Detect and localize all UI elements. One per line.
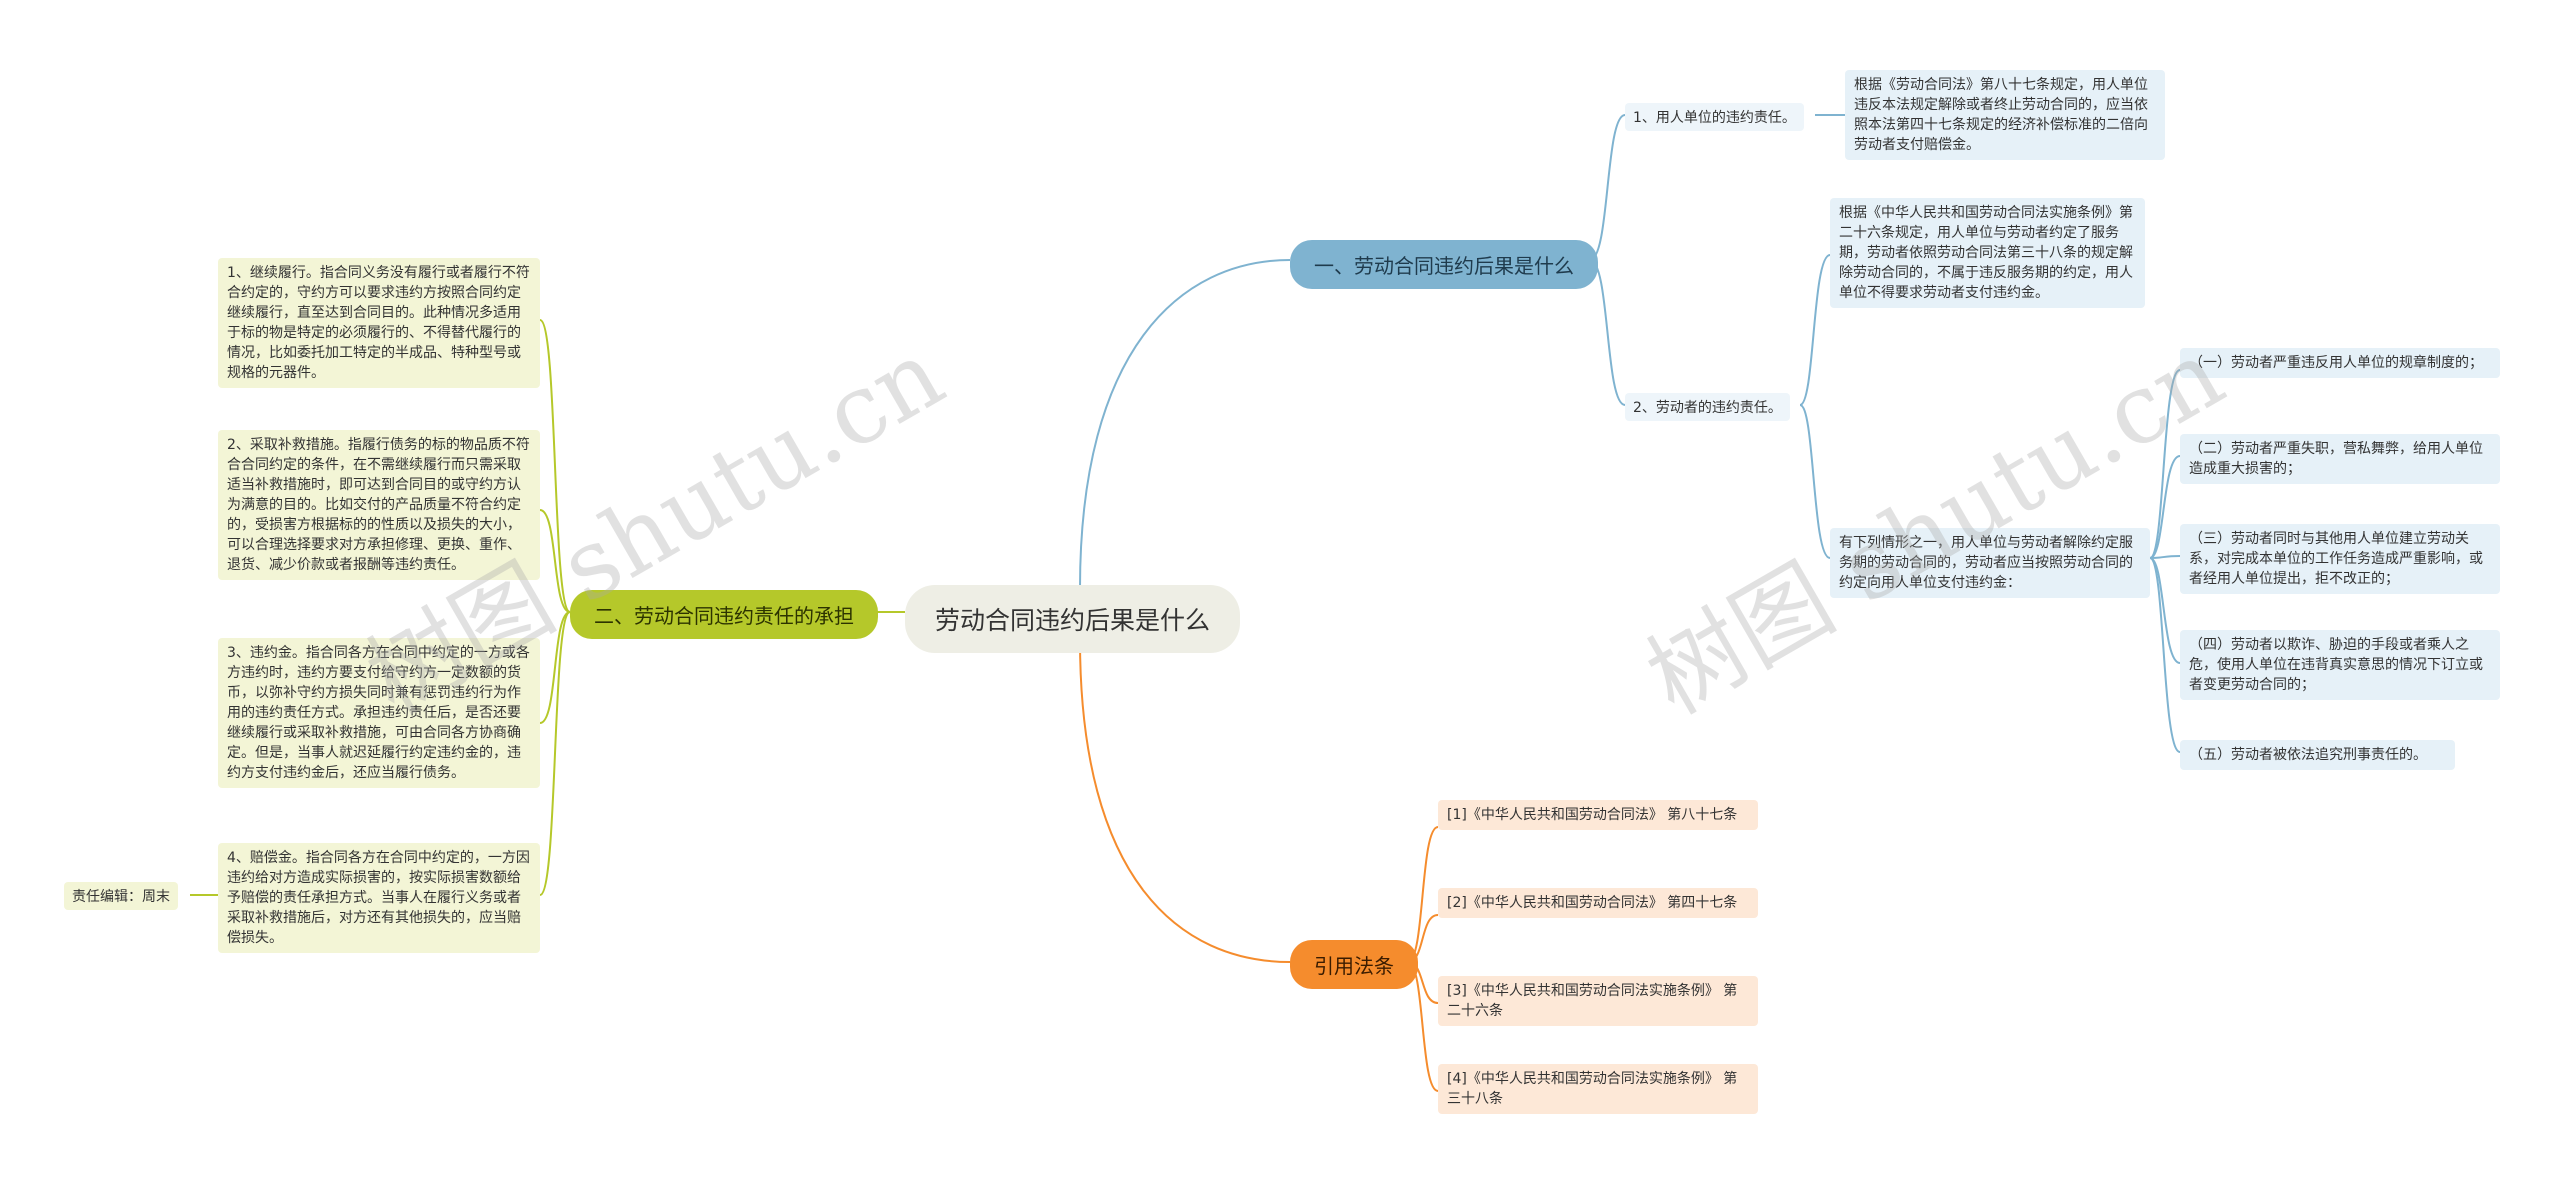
- liability-item[interactable]: 1、继续履行。指合同义务没有履行或者履行不符合约定的，守约方可以要求违约方按照合…: [218, 258, 540, 388]
- connector-case-1: [2149, 369, 2181, 559]
- case-item[interactable]: （三）劳动者同时与其他用人单位建立劳动关系，对完成本单位的工作任务造成严重影响，…: [2180, 524, 2500, 594]
- connector-orange-1: [1407, 826, 1439, 963]
- connector-case-5: [2149, 557, 2181, 753]
- connector-green-3: [539, 611, 571, 724]
- worker-liability-detail-2[interactable]: 有下列情形之一，用人单位与劳动者解除约定服务期的劳动合同的，劳动者应当按照劳动合…: [1830, 528, 2150, 598]
- connector-blue-employer: [1589, 114, 1626, 261]
- liability-item[interactable]: 4、赔偿金。指合同各方在合同中约定的，一方因违约给对方造成实际损害的，按实际损害…: [218, 843, 540, 953]
- branch-consequences[interactable]: 一、劳动合同违约后果是什么: [1290, 240, 1598, 289]
- connector-root-blue: [1079, 259, 1291, 589]
- employer-liability-detail[interactable]: 根据《劳动合同法》第八十七条规定，用人单位违反本法规定解除或者终止劳动合同的，应…: [1845, 70, 2165, 160]
- liability-item[interactable]: 3、违约金。指合同各方在合同中约定的一方或各方违约时，违约方要支付给守约方一定数…: [218, 638, 540, 788]
- connector-case-2: [2149, 455, 2181, 559]
- branch-cited-laws[interactable]: 引用法条: [1290, 940, 1418, 989]
- connector-green-2: [539, 509, 571, 613]
- liability-item[interactable]: 2、采取补救措施。指履行债务的标的物品质不符合合同约定的条件，在不需继续履行而只…: [218, 430, 540, 580]
- case-item[interactable]: （五）劳动者被依法追究刑事责任的。: [2180, 740, 2455, 770]
- connector-case-4: [2149, 557, 2181, 664]
- connector-worker-detail2: [1799, 404, 1831, 559]
- cited-law-item[interactable]: [2]《中华人民共和国劳动合同法》 第四十七条: [1438, 888, 1758, 918]
- cited-law-item[interactable]: [4]《中华人民共和国劳动合同法实施条例》 第三十八条: [1438, 1064, 1758, 1114]
- employer-liability[interactable]: 1、用人单位的违约责任。: [1625, 103, 1804, 131]
- worker-liability[interactable]: 2、劳动者的违约责任。: [1625, 393, 1790, 421]
- case-item[interactable]: （一）劳动者严重违反用人单位的规章制度的；: [2180, 348, 2500, 378]
- connector-green-4: [539, 611, 571, 896]
- connector-blue-worker: [1589, 259, 1626, 406]
- connector-worker-detail1: [1799, 254, 1831, 406]
- case-item[interactable]: （二）劳动者严重失职，营私舞弊，给用人单位造成重大损害的；: [2180, 434, 2500, 484]
- case-item[interactable]: （四）劳动者以欺诈、胁迫的手段或者乘人之危，使用人单位在违背真实意思的情况下订立…: [2180, 630, 2500, 700]
- connector-case-3: [2149, 555, 2181, 559]
- cited-law-item[interactable]: [3]《中华人民共和国劳动合同法实施条例》 第二十六条: [1438, 976, 1758, 1026]
- branch-liability-bearing[interactable]: 二、劳动合同违约责任的承担: [570, 590, 878, 639]
- connector-root-orange: [1079, 639, 1291, 963]
- cited-law-item[interactable]: [1]《中华人民共和国劳动合同法》 第八十七条: [1438, 800, 1758, 830]
- worker-liability-detail-1[interactable]: 根据《中华人民共和国劳动合同法实施条例》第二十六条规定，用人单位与劳动者约定了服…: [1830, 198, 2145, 308]
- editor-credit: 责任编辑：周末: [64, 882, 178, 910]
- root-topic[interactable]: 劳动合同违约后果是什么: [905, 585, 1241, 653]
- connector-green-1: [539, 319, 571, 613]
